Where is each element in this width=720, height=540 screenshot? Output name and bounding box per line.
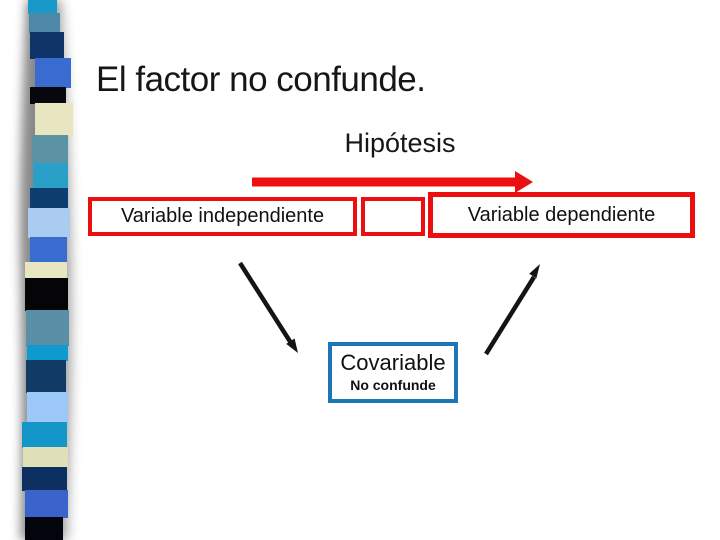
ribbon-decoration — [19, 0, 75, 540]
ribbon-stripe — [26, 310, 69, 346]
independent-variable-label: Variable independiente — [120, 205, 325, 227]
ribbon-stripe — [30, 237, 67, 263]
ribbon-stripes — [22, 0, 73, 540]
middle-empty-box — [361, 197, 425, 236]
ribbon-stripe — [25, 490, 68, 518]
ribbon-stripe — [29, 13, 60, 33]
covariable-note: No confunde — [350, 377, 436, 393]
ribbon-stripe — [33, 163, 68, 189]
ribbon-stripe — [30, 87, 66, 104]
independent-variable-box: Variable independiente — [88, 197, 357, 236]
ribbon-stripe — [27, 392, 68, 423]
ribbon-stripe — [22, 422, 67, 448]
ribbon-stripe — [30, 188, 68, 209]
ribbon-stripe — [25, 278, 68, 311]
black-arrow-down-right — [238, 261, 298, 353]
ribbon-stripe — [27, 345, 68, 361]
ribbon-stripe — [25, 262, 67, 279]
ribbon-stripe — [35, 58, 71, 88]
covariable-label: Covariable — [340, 350, 446, 375]
ribbon-stripe — [26, 360, 66, 393]
dependent-variable-label: Variable dependiente — [467, 203, 656, 226]
ribbon-stripe — [28, 0, 57, 14]
slide-title: El factor no confunde. — [96, 60, 426, 99]
ribbon-stripe — [23, 447, 68, 468]
ribbon-stripe — [25, 517, 63, 540]
black-arrow-up-right — [484, 264, 540, 356]
ribbon-stripe — [35, 103, 73, 136]
ribbon-stripe — [32, 135, 68, 164]
ribbon-stripe — [30, 32, 64, 59]
red-right-arrow — [252, 171, 533, 193]
slide-subtitle: Hipótesis — [344, 128, 456, 158]
dependent-variable-box: Variable dependiente — [428, 192, 695, 238]
ribbon-stripe — [28, 208, 70, 238]
ribbon-stripe — [22, 467, 67, 491]
covariable-box: Covariable No confunde — [328, 342, 458, 403]
